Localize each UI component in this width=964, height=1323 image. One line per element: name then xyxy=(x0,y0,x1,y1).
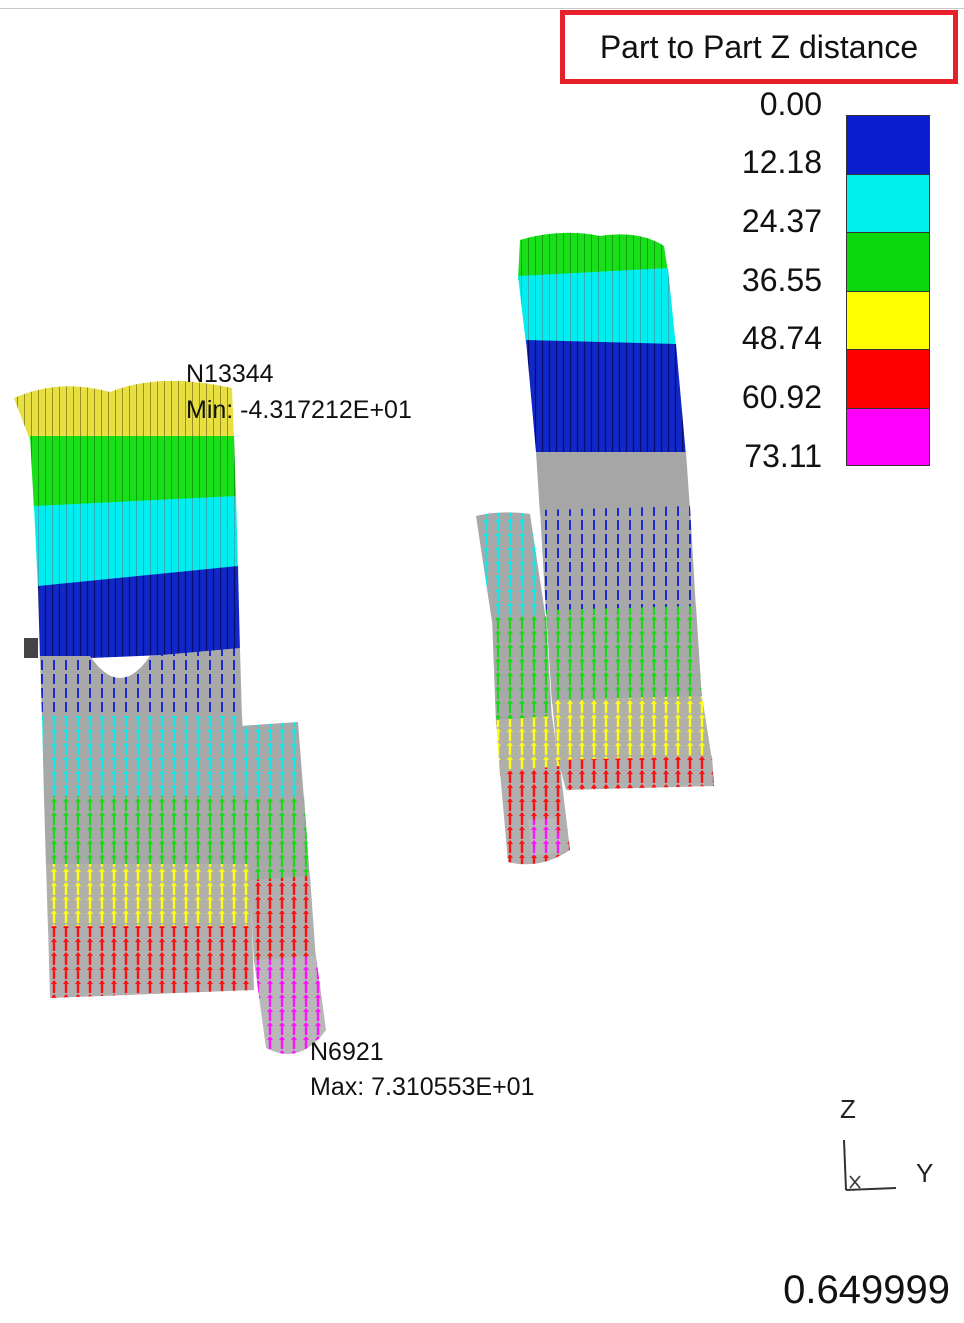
left-part-yellow-band xyxy=(14,380,234,440)
legend-value-4: 48.74 xyxy=(741,320,822,356)
viewport-top-border xyxy=(0,8,964,9)
left-part-green-band xyxy=(30,436,236,510)
right-part-cyan-band xyxy=(518,268,676,348)
left-part-edge-marker xyxy=(24,638,38,658)
right-part-gray-green xyxy=(546,606,702,704)
axis-triad-icon: Z Y xyxy=(830,1090,940,1200)
left-flange-magenta xyxy=(254,956,326,1054)
legend-swatch-magenta xyxy=(846,408,930,466)
min-value-label: Min: -4.317212E+01 xyxy=(186,396,412,424)
right-flange-yellow xyxy=(496,716,560,776)
triad-lines xyxy=(843,1139,897,1191)
left-part-blue-band xyxy=(38,566,240,660)
right-flange-green xyxy=(492,616,552,724)
legend-value-6: 73.11 xyxy=(744,438,822,474)
min-node-label: N13344 xyxy=(186,360,274,388)
right-part-gray-yellow xyxy=(552,696,712,764)
left-part-gray-cyan xyxy=(42,716,246,800)
right-part-green-band xyxy=(518,232,668,280)
legend-swatch-red xyxy=(846,349,930,409)
left-part-cyan-band xyxy=(34,496,238,590)
left-flange-red xyxy=(250,876,316,964)
legend-value-1: 12.18 xyxy=(741,144,822,180)
max-value-label: Max: 7.310553E+01 xyxy=(310,1073,535,1101)
left-part-gray-red xyxy=(48,926,254,998)
legend-value-5: 60.92 xyxy=(741,379,822,415)
right-part[interactable] xyxy=(476,232,714,865)
left-part[interactable] xyxy=(14,380,326,1054)
legend-swatch-yellow xyxy=(846,291,930,350)
legend-value-0: 0.00 xyxy=(759,86,822,122)
plot-title: Part to Part Z distance xyxy=(599,28,919,65)
left-part-gray-green xyxy=(44,796,250,868)
legend-value-2: 24.37 xyxy=(741,203,822,239)
right-part-gray-red xyxy=(558,756,714,790)
left-flange-green xyxy=(246,796,310,884)
right-part-gray-upper xyxy=(536,452,690,514)
left-part-gray-blue xyxy=(40,648,242,720)
plot-title-box: Part to Part Z distance xyxy=(560,10,958,84)
right-part-gray-blue xyxy=(540,506,696,614)
max-node-label: N6921 xyxy=(310,1038,384,1066)
axis-y-label: Y xyxy=(916,1158,934,1188)
right-part-blue-band xyxy=(526,340,686,456)
right-flange-magenta xyxy=(528,818,562,856)
frame-time-value: 0.649999 xyxy=(783,1268,950,1312)
legend-swatch-green xyxy=(846,232,930,292)
legend-swatch-cyan xyxy=(846,174,930,233)
legend-value-3: 36.55 xyxy=(741,262,822,298)
legend-swatch-blue xyxy=(846,115,930,175)
axis-z-label: Z xyxy=(840,1094,856,1124)
left-part-gray-yellow xyxy=(46,864,252,930)
right-flange-cyan xyxy=(476,512,546,622)
left-flange-cyan xyxy=(240,722,304,804)
